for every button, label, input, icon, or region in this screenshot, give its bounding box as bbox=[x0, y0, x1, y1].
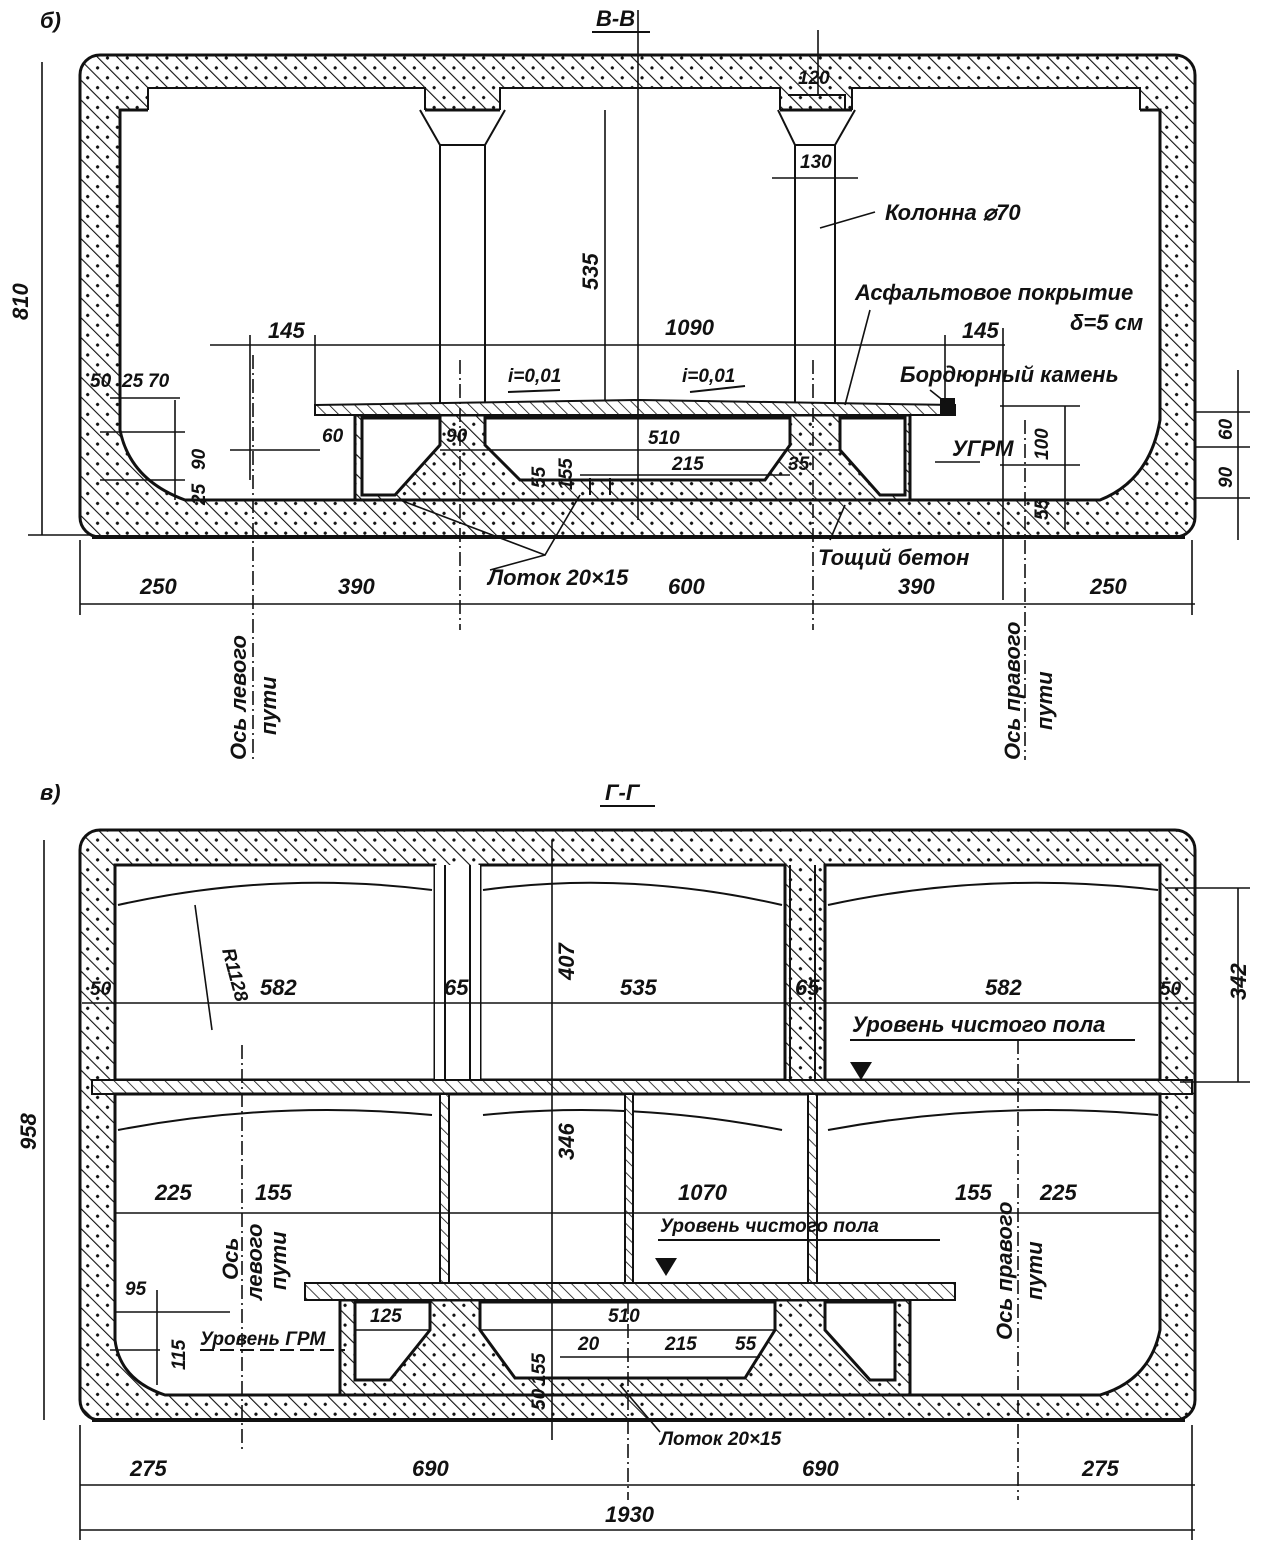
inner-cavity bbox=[118, 108, 1162, 502]
dim-155-left: 155 bbox=[255, 1180, 292, 1205]
dim-90-right: 90 bbox=[1216, 466, 1237, 488]
left-track-axis-2: пути bbox=[256, 676, 281, 735]
tray-note-v: Лоток 20×15 bbox=[658, 1429, 782, 1450]
dim-65-right: 65 bbox=[795, 975, 820, 1000]
right-track-axis-v-2: пути bbox=[1022, 1241, 1047, 1300]
floor-slab-2 bbox=[304, 1282, 956, 1301]
curb-note: Бордюрный камень bbox=[900, 362, 1119, 387]
left-track-axis-v-3: пути bbox=[266, 1231, 291, 1290]
level-marker-icon bbox=[850, 1062, 872, 1080]
dim-145-right: 145 bbox=[962, 318, 999, 343]
dim-90-left: 90 bbox=[189, 448, 210, 470]
slope-left: i=0,01 bbox=[508, 366, 561, 387]
dim-690-left: 690 bbox=[412, 1456, 449, 1481]
dim-90-center: 90 bbox=[446, 426, 468, 447]
dim-155: 155 bbox=[556, 458, 577, 490]
dim-155-right: 155 bbox=[955, 1180, 992, 1205]
dim-20: 20 bbox=[577, 1334, 600, 1355]
asphalt-note: Асфальтовое покрытие bbox=[854, 280, 1133, 305]
dim-535: 535 bbox=[620, 975, 657, 1000]
middle-slab bbox=[91, 1079, 1193, 1095]
right-column bbox=[777, 94, 856, 410]
right-track-axis-2: пути bbox=[1032, 671, 1057, 730]
dim-275-right: 275 bbox=[1081, 1456, 1119, 1481]
dim-407: 407 bbox=[554, 942, 579, 981]
section-v-label: в) bbox=[40, 780, 61, 805]
curb-stone bbox=[940, 398, 955, 416]
dim-582-left: 582 bbox=[260, 975, 297, 1000]
dim-225-right: 225 bbox=[1039, 1180, 1077, 1205]
dim-50-v: 50 bbox=[529, 1388, 550, 1410]
dim-1070: 1070 bbox=[678, 1180, 728, 1205]
dim-275-left: 275 bbox=[129, 1456, 167, 1481]
column-note: Колонна ⌀70 bbox=[885, 200, 1021, 225]
left-track-axis-v: Ось bbox=[218, 1238, 243, 1280]
right-track-axis: Ось правого bbox=[1000, 622, 1025, 760]
dim-1930: 1930 bbox=[605, 1502, 655, 1527]
floor-level-lower: Уровень чистого пола bbox=[660, 1216, 879, 1237]
floor-level-upper: Уровень чистого пола bbox=[852, 1012, 1105, 1037]
dim-120: 120 bbox=[798, 68, 830, 89]
dim-130: 130 bbox=[800, 152, 832, 173]
dim-155-v: 155 bbox=[529, 1353, 550, 1385]
dim-215-v: 215 bbox=[664, 1334, 697, 1355]
section-b-b: б) В-В 810 535 120 130 Колонна ⌀ bbox=[8, 6, 1250, 760]
section-b-title: В-В bbox=[596, 6, 635, 31]
dim-225-left: 225 bbox=[154, 1180, 192, 1205]
dim-510: 510 bbox=[648, 428, 680, 449]
dim-60-right: 60 bbox=[1216, 418, 1237, 440]
dim-250-left: 250 bbox=[139, 574, 177, 599]
asphalt-thickness: δ=5 см bbox=[1070, 310, 1143, 335]
dim-50: 50 bbox=[90, 371, 112, 392]
dim-55-right: 55 bbox=[1032, 498, 1053, 520]
dim-342: 342 bbox=[1226, 963, 1251, 1000]
dim-65-left: 65 bbox=[444, 975, 469, 1000]
dim-215: 215 bbox=[671, 454, 704, 475]
dim-1090: 1090 bbox=[665, 315, 715, 340]
section-b-label: б) bbox=[40, 8, 61, 33]
dim-60: 60 bbox=[322, 426, 344, 447]
lean-concrete-note: Тощий бетон bbox=[818, 545, 969, 570]
slope-right: i=0,01 bbox=[682, 366, 735, 387]
dim-35: 35 bbox=[788, 454, 810, 475]
dim-346: 346 bbox=[554, 1123, 579, 1160]
dim-50-right: 50 bbox=[1160, 979, 1182, 1000]
dim-390-left: 390 bbox=[338, 574, 375, 599]
dim-145-left: 145 bbox=[268, 318, 305, 343]
dim-70: 70 bbox=[148, 371, 170, 392]
grm-level: Уровень ГРМ bbox=[200, 1329, 327, 1350]
left-track-axis-v-2: левого bbox=[242, 1224, 267, 1301]
dim-125: 125 bbox=[370, 1306, 402, 1327]
tray-note: Лоток 20×15 bbox=[486, 565, 629, 590]
dim-95: 95 bbox=[125, 1279, 147, 1300]
dim-55-left: 55 bbox=[529, 466, 550, 488]
ugrm-label: УГРМ bbox=[952, 436, 1014, 461]
dim-115: 115 bbox=[169, 1339, 190, 1370]
dim-958: 958 bbox=[16, 1113, 41, 1150]
right-track-axis-v: Ось правого bbox=[992, 1202, 1017, 1340]
dim-25-left: 25 bbox=[189, 483, 210, 506]
dim-690-right: 690 bbox=[802, 1456, 839, 1481]
dim-510-v: 510 bbox=[608, 1306, 640, 1327]
left-track-axis: Ось левого bbox=[226, 635, 251, 760]
dim-600: 600 bbox=[668, 574, 705, 599]
level-marker-icon-2 bbox=[655, 1258, 677, 1276]
dim-50-left: 50 bbox=[90, 979, 112, 1000]
left-column bbox=[419, 109, 506, 410]
dim-55-v: 55 bbox=[735, 1334, 757, 1355]
dim-582-right: 582 bbox=[985, 975, 1022, 1000]
dim-535: 535 bbox=[578, 253, 603, 290]
dim-390-right: 390 bbox=[898, 574, 935, 599]
dim-810: 810 bbox=[8, 283, 33, 320]
dim-250-right: 250 bbox=[1089, 574, 1127, 599]
section-v-title: Г-Г bbox=[605, 780, 641, 805]
dim-25: 25 bbox=[121, 371, 144, 392]
section-g-g: в) Г-Г 50 582 65 535 65 582 50 R1128 407 bbox=[16, 780, 1251, 1540]
dim-100: 100 bbox=[1032, 428, 1053, 460]
